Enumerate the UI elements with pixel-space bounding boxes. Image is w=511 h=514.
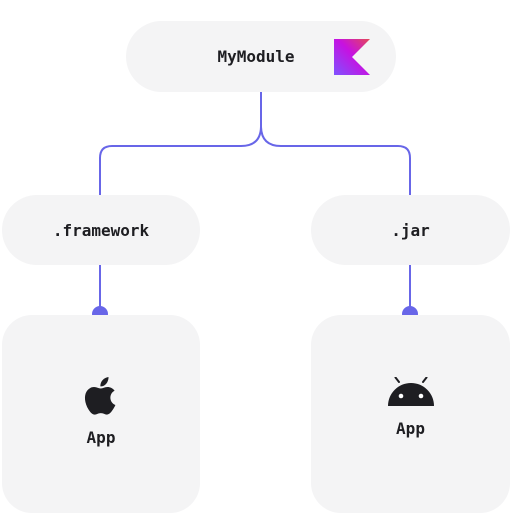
- module-node: MyModule: [126, 21, 396, 92]
- android-app-label: App: [396, 418, 425, 438]
- framework-label: .framework: [52, 220, 150, 240]
- connector-module-to-framework: [99, 92, 262, 195]
- android-icon: [387, 376, 434, 406]
- framework-node: .framework: [2, 195, 200, 265]
- ios-app-node: App: [2, 315, 200, 513]
- module-label: MyModule: [217, 47, 295, 66]
- jar-node: .jar: [311, 195, 510, 265]
- ios-app-label: App: [86, 427, 116, 447]
- kotlin-logo: [334, 39, 370, 75]
- jar-label: .jar: [391, 220, 430, 240]
- android-app-node: App: [311, 315, 510, 513]
- apple-icon: [84, 376, 116, 415]
- connector-module-to-jar: [260, 125, 411, 195]
